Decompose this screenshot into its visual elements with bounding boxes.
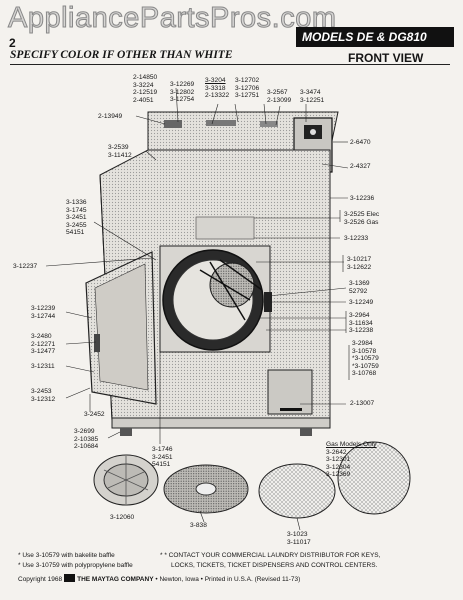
company-name: THE MAYTAG COMPANY xyxy=(77,576,154,583)
gas-grille xyxy=(258,463,336,519)
page-number: 2 xyxy=(9,36,16,50)
contact-note-2: LOCKS, TICKETS, TICKET DISPENSERS AND CO… xyxy=(171,562,378,569)
contact-note-1: * * CONTACT YOUR COMMERCIAL LAUNDRY DIST… xyxy=(160,552,381,559)
label-2-4327: 2-4327 xyxy=(350,163,371,170)
label-3-12060: 3-12060 xyxy=(110,514,135,521)
maytag-logo-icon xyxy=(64,574,76,582)
drum-opening xyxy=(159,245,272,353)
footnote-polypropylene: * Use 3-10759 with polypropylene baffle xyxy=(18,562,133,569)
print-location: • Newton, Iowa • Printed in U.S.A. (Revi… xyxy=(155,576,301,583)
header-rule xyxy=(10,64,450,65)
footnote-bakelite: * Use 3-10579 with bakelite baffle xyxy=(18,552,115,559)
watermark: AppliancePartsPros.com xyxy=(8,2,337,35)
label-3-12237: 3-12237 xyxy=(13,263,38,270)
copyright-line: Copyright 1968 THE MAYTAG COMPANY • Newto… xyxy=(18,574,300,583)
gas-screen xyxy=(337,441,411,515)
label-3-12236: 3-12236 xyxy=(350,195,375,202)
label-2-6470: 2-6470 xyxy=(350,139,371,146)
view-title: FRONT VIEW xyxy=(348,51,424,65)
copyright: Copyright 1968 xyxy=(18,576,63,583)
specify-color-note: SPECIFY COLOR IF OTHER THAN WHITE xyxy=(10,49,233,61)
baffle-disk xyxy=(163,464,249,514)
label-3-2452: 3-2452 xyxy=(84,411,105,418)
label-2-13007: 2-13007 xyxy=(350,400,375,407)
label-3-12249: 3-12249 xyxy=(349,299,374,306)
open-door xyxy=(85,251,157,405)
leader-lines xyxy=(45,87,350,531)
label-3-12233: 3-12233 xyxy=(344,235,369,242)
lint-screen xyxy=(93,454,159,506)
label-2-13949: 2-13949 xyxy=(98,113,123,120)
model-banner: MODELS DE & DG810 xyxy=(296,27,454,47)
label-3-12311: 3-12311 xyxy=(31,363,55,370)
label-3-838: 3-838 xyxy=(190,522,207,529)
